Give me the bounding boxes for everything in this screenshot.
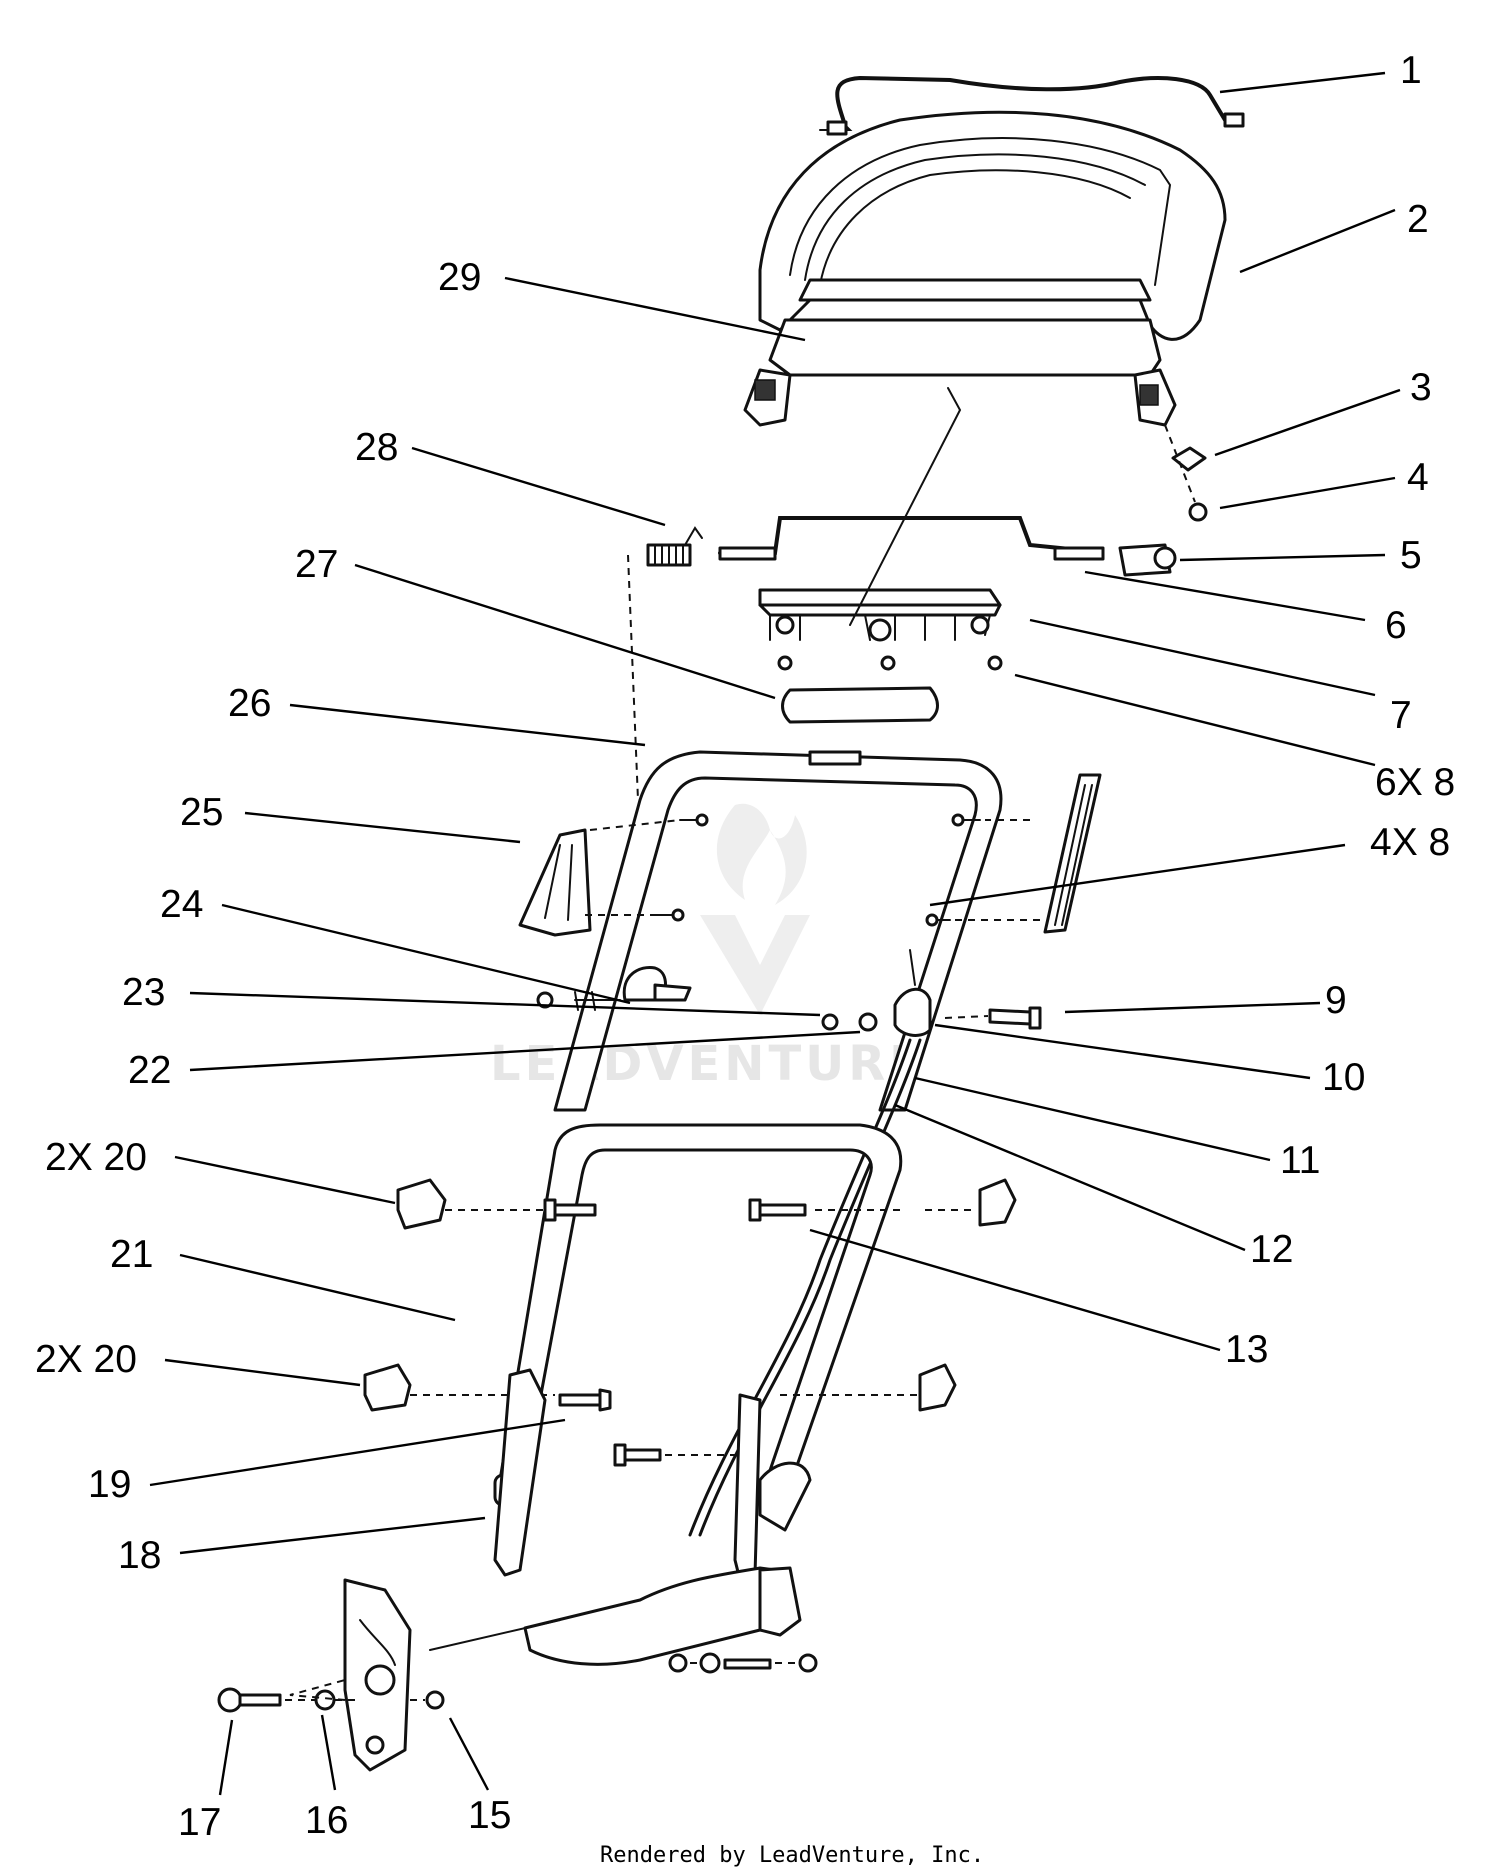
part-2-console [758, 110, 1227, 341]
part-11-cable [688, 1038, 912, 1537]
callout-16: 16 [305, 1799, 348, 1842]
callout-23: 23 [122, 971, 165, 1014]
callout-21: 21 [110, 1233, 153, 1276]
part-1-cable [835, 75, 1242, 127]
part-20-knob-b [978, 1178, 1017, 1227]
callout-3: 3 [1410, 366, 1432, 409]
part-25-grip-right [1043, 773, 1102, 934]
callout-13: 13 [1225, 1328, 1268, 1371]
callout-6: 6 [1385, 604, 1407, 647]
part-20-knob-a [396, 1178, 447, 1230]
callout-2x20-upper: 2X 20 [45, 1136, 147, 1179]
part-7-bracket [758, 588, 1002, 607]
callout-25: 25 [180, 791, 223, 834]
watermark-text: LEADVENTURE [490, 1036, 926, 1092]
callout-7: 7 [1390, 694, 1412, 737]
part-10-control [893, 987, 932, 1037]
callout-2x20-lower: 2X 20 [35, 1338, 137, 1381]
callout-9: 9 [1325, 979, 1347, 1022]
callout-17: 17 [178, 1801, 221, 1844]
callout-4x8: 4X 8 [1370, 821, 1450, 864]
callout-19: 19 [88, 1463, 131, 1506]
callout-labels: 1 2 3 4 5 6 7 6X 8 4X 8 9 10 11 12 13 2X… [35, 49, 1455, 1844]
leader-lines [149, 71, 1401, 1796]
part-21-lower-handle [498, 1123, 903, 1502]
callout-1: 1 [1400, 49, 1422, 92]
callout-11: 11 [1280, 1139, 1321, 1182]
part-26-upper-handle [553, 750, 1003, 1112]
part-4-screw [1188, 502, 1208, 522]
part-3-clip [1171, 446, 1207, 472]
callout-5: 5 [1400, 534, 1422, 577]
callout-4: 4 [1407, 456, 1429, 499]
part-6-rod [718, 516, 1102, 555]
part-18-plate [493, 1368, 547, 1577]
callout-15: 15 [468, 1794, 511, 1837]
callout-12: 12 [1250, 1228, 1293, 1271]
callout-27: 27 [295, 543, 338, 586]
part-20-knob-d [918, 1363, 957, 1412]
callout-10: 10 [1322, 1056, 1365, 1099]
part-deck-shield [523, 1566, 797, 1666]
footer-credit: Rendered by LeadVenture, Inc. [600, 1843, 984, 1868]
part-20-knob-c [363, 1363, 412, 1412]
callout-18: 18 [118, 1534, 161, 1577]
callout-24: 24 [160, 883, 203, 926]
callout-28: 28 [355, 426, 398, 469]
callout-22: 22 [128, 1049, 171, 1092]
part-9-bolt [988, 1008, 1032, 1026]
part-29-window [768, 318, 1162, 377]
callout-6x8: 6X 8 [1375, 761, 1455, 804]
part-drawings [217, 75, 1245, 1772]
callout-2: 2 [1407, 198, 1429, 241]
callout-26: 26 [228, 682, 271, 725]
part-25-grip-left [518, 828, 592, 937]
part-27-tube [781, 686, 939, 724]
callout-29: 29 [438, 256, 481, 299]
